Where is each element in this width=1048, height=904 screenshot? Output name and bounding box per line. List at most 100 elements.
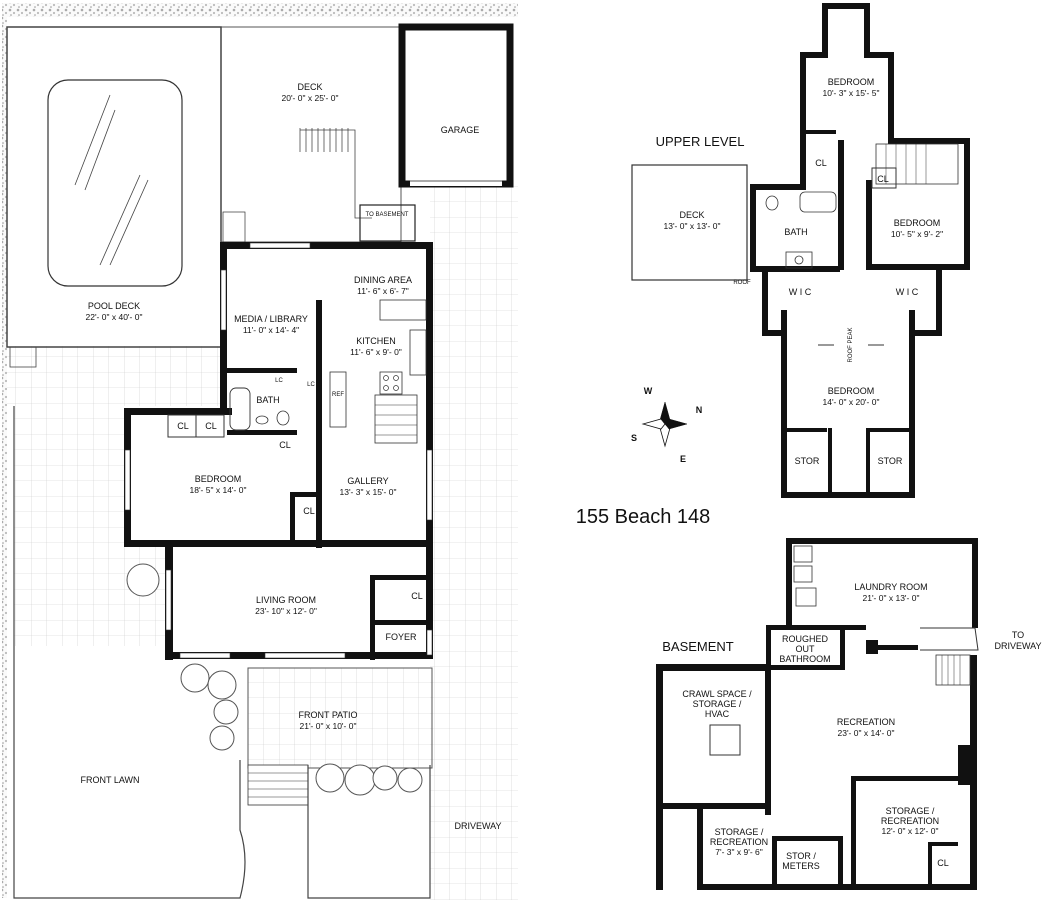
lc-label: LC (307, 382, 315, 388)
driveway-label: DRIVEWAY (454, 821, 501, 831)
pool-glint (74, 94, 111, 186)
ref-label: REF (332, 392, 344, 398)
driveway-paving (430, 380, 518, 900)
upper-tub (799, 191, 837, 213)
stor-label: STOR (795, 456, 820, 466)
upper-bath-label: BATH (784, 227, 807, 237)
storage-big-dims: 12'- 0" x 12'- 0" (881, 826, 938, 836)
pool-deck-dims: 22'- 0" x 40'- 0" (85, 312, 142, 322)
front-patio-paving (248, 668, 432, 768)
front-stairs (247, 764, 309, 806)
recreation-name: RECREATION (837, 717, 895, 727)
burner (383, 375, 389, 381)
laundry-appliance (793, 545, 813, 563)
basement-walls (656, 538, 978, 890)
bedroom-dims: 18'- 5" x 14'- 0" (189, 485, 246, 495)
closet-label: CL (205, 421, 217, 431)
storage-small-label: RECREATION (710, 837, 768, 847)
deck-name: DECK (297, 82, 322, 92)
bath-label: BATH (256, 395, 279, 405)
gravel-border (2, 3, 518, 17)
upper-main-bedroom-name: BEDROOM (828, 386, 875, 396)
toilet (276, 410, 290, 426)
upper-closet-label: CL (815, 158, 827, 168)
planter-border (307, 765, 431, 899)
upper-bedroom-name: BEDROOM (828, 77, 875, 87)
storage-small-dims: 7'- 3" x 9'- 6" (715, 847, 763, 857)
storage-small-label: STORAGE / (715, 827, 764, 837)
kitchen-sink-counter (409, 329, 427, 376)
crawl-space-label: STORAGE / (693, 699, 742, 709)
kitchen-dims: 11'- 6" x 9'- 0" (350, 347, 402, 357)
interior-stairs (374, 394, 418, 444)
upper-bedroom-dims: 10'- 3" x 15'- 5" (822, 88, 879, 98)
upper-closet-label: CL (877, 174, 889, 184)
upper-closet-box (871, 167, 897, 189)
basement-closet-label: CL (937, 858, 949, 868)
wic-label: W I C (896, 287, 919, 297)
pool-paving (7, 346, 221, 406)
upper-deck-outline (631, 164, 748, 281)
living-room-name: LIVING ROOM (256, 595, 316, 605)
closet-box (195, 414, 225, 438)
laundry-dims: 21'- 0" x 13'- 0" (862, 593, 919, 603)
lc-label: LC (275, 378, 283, 384)
driveway-paving-top (430, 184, 518, 380)
basement-exit (920, 627, 979, 651)
media-dims: 11'- 0" x 14'- 4" (243, 325, 299, 335)
dining-dims: 11'- 6" x 6'- 7" (357, 286, 409, 296)
front-patio-name: FRONT PATIO (298, 710, 357, 720)
deck-stairs (300, 129, 372, 219)
to-basement-box (359, 204, 416, 242)
upper-sink-bowl (794, 255, 804, 265)
closet-label: CL (411, 591, 423, 601)
labels: POOL DECK 22'- 0" x 40'- 0" DECK 20'- 0"… (80, 77, 1041, 871)
pool (47, 79, 183, 287)
dining-name: DINING AREA (354, 275, 412, 285)
kitchen-name: KITCHEN (356, 336, 396, 346)
basement-stairs (935, 654, 971, 686)
sink (255, 415, 269, 425)
foyer-label: FOYER (385, 632, 417, 642)
burner (383, 385, 389, 391)
garage-name: GARAGE (441, 125, 480, 135)
to-driveway-label: DRIVEWAY (994, 641, 1041, 651)
pool-deck-outline (6, 26, 222, 348)
closet-label: CL (177, 421, 189, 431)
stor-meters-label: METERS (782, 861, 820, 871)
garage-walls (398, 23, 514, 188)
to-driveway-label: TO (1012, 630, 1024, 640)
laundry-name: LAUNDRY ROOM (854, 582, 927, 592)
deck-side-stairs (222, 211, 246, 243)
basement (656, 538, 979, 890)
compass-icon (641, 401, 688, 448)
upper-deck-name: DECK (679, 210, 704, 220)
storage-big-label: STORAGE / (886, 806, 935, 816)
pool-glint-4 (109, 179, 149, 266)
to-basement-label: TO BASEMENT (366, 212, 409, 218)
laundry-sink (795, 587, 817, 607)
gallery-name: GALLERY (347, 476, 388, 486)
shrubs (126, 563, 423, 796)
burner (393, 375, 399, 381)
bedroom-name: BEDROOM (195, 474, 242, 484)
gallery-dims: 13'- 3" x 15'- 0" (339, 487, 396, 497)
living-room-dims: 23'- 10" x 12'- 0" (255, 606, 317, 616)
pool-glint-2 (84, 109, 116, 191)
upper-main-bedroom-dims: 14'- 0" x 20'- 0" (822, 397, 879, 407)
roughed-bath-label: ROUGHED (782, 634, 829, 644)
pool-deck-name: POOL DECK (88, 301, 140, 311)
side-paving (14, 406, 124, 546)
bathtub (229, 387, 251, 431)
upper-bedroom-right-name: BEDROOM (894, 218, 941, 228)
upper-bedroom-right-dims: 10'- 5" x 9'- 2" (891, 229, 943, 239)
stove (379, 371, 403, 395)
deck-stair-lines (299, 128, 349, 152)
stor-label: STOR (878, 456, 903, 466)
laundry-appliance (793, 565, 813, 583)
compass-e: E (680, 454, 686, 464)
page-title: 155 Beach 148 (576, 506, 711, 528)
hvac-unit (709, 724, 741, 756)
basement-heading: BASEMENT (662, 639, 734, 654)
